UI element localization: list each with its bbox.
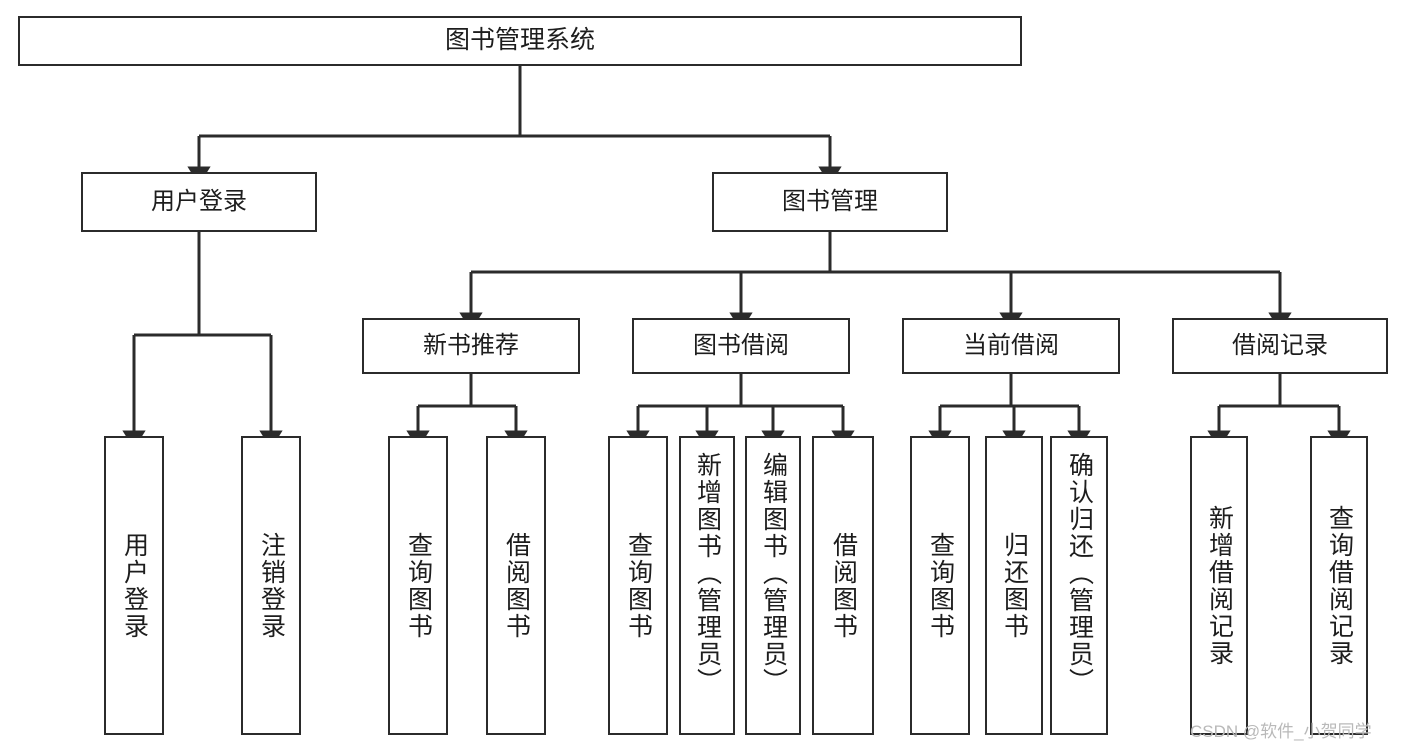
node-leaf-add-borrow-record[interactable]: 新增借阅记录 — [1190, 436, 1248, 735]
node-label-current-borrow: 当前借阅 — [963, 331, 1059, 359]
node-label-leaf-query-book-borrow: 查询图书 — [624, 531, 653, 640]
node-book-management[interactable]: 图书管理 — [712, 172, 948, 232]
node-leaf-borrow-book[interactable]: 借阅图书 — [812, 436, 874, 735]
node-current-borrow[interactable]: 当前借阅 — [902, 318, 1120, 374]
node-label-leaf-return-book: 归还图书 — [1000, 531, 1029, 640]
node-label-leaf-query-book-rec: 查询图书 — [404, 531, 433, 640]
node-leaf-borrow-book-rec[interactable]: 借阅图书 — [486, 436, 546, 735]
node-leaf-query-book-rec[interactable]: 查询图书 — [388, 436, 448, 735]
node-label-leaf-borrow-book: 借阅图书 — [829, 531, 858, 640]
node-leaf-query-book-current[interactable]: 查询图书 — [910, 436, 970, 735]
node-label-leaf-add-book-admin: 新增图书（管理员） — [693, 452, 722, 695]
node-leaf-query-book-borrow[interactable]: 查询图书 — [608, 436, 668, 735]
node-label-leaf-query-borrow-record: 查询借阅记录 — [1325, 504, 1354, 667]
node-label-root: 图书管理系统 — [444, 26, 595, 55]
node-leaf-return-book[interactable]: 归还图书 — [985, 436, 1043, 735]
node-leaf-query-borrow-record[interactable]: 查询借阅记录 — [1310, 436, 1368, 735]
node-leaf-add-book-admin[interactable]: 新增图书（管理员） — [679, 436, 735, 735]
node-leaf-user-logout[interactable]: 注销登录 — [241, 436, 301, 735]
node-label-borrow-record: 借阅记录 — [1232, 331, 1328, 359]
node-root[interactable]: 图书管理系统 — [18, 16, 1022, 66]
node-borrow-record[interactable]: 借阅记录 — [1172, 318, 1388, 374]
node-leaf-confirm-return-admin[interactable]: 确认归还（管理员） — [1050, 436, 1108, 735]
node-label-leaf-user-logout: 注销登录 — [257, 531, 286, 640]
node-label-leaf-add-borrow-record: 新增借阅记录 — [1205, 504, 1234, 667]
csdn-watermark: CSDN @软件_小贺同学 — [1190, 722, 1372, 741]
node-label-leaf-user-login: 用户登录 — [120, 531, 149, 640]
node-label-leaf-query-book-current: 查询图书 — [926, 531, 955, 640]
node-label-leaf-edit-book-admin: 编辑图书（管理员） — [759, 452, 788, 695]
node-label-leaf-borrow-book-rec: 借阅图书 — [502, 531, 531, 640]
node-label-user-login: 用户登录 — [151, 187, 247, 215]
node-user-login[interactable]: 用户登录 — [81, 172, 317, 232]
node-label-new-book-recommend: 新书推荐 — [423, 331, 519, 359]
node-label-book-management: 图书管理 — [782, 187, 878, 215]
node-book-borrow[interactable]: 图书借阅 — [632, 318, 850, 374]
node-leaf-edit-book-admin[interactable]: 编辑图书（管理员） — [745, 436, 801, 735]
node-leaf-user-login[interactable]: 用户登录 — [104, 436, 164, 735]
node-label-leaf-confirm-return-admin: 确认归还（管理员） — [1065, 452, 1094, 695]
node-new-book-recommend[interactable]: 新书推荐 — [362, 318, 580, 374]
node-label-book-borrow: 图书借阅 — [693, 331, 789, 359]
connector-lines — [122, 66, 1351, 449]
